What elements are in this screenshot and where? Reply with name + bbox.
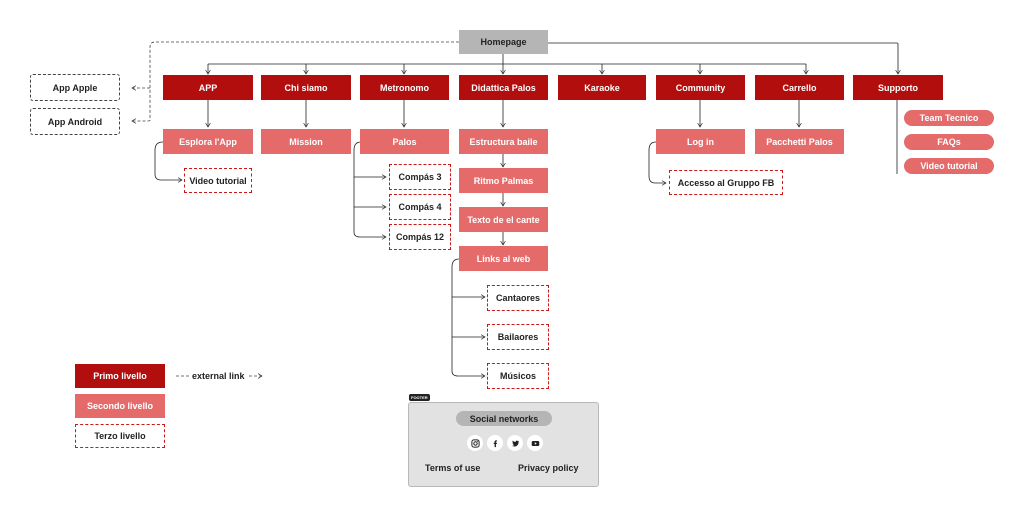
compas-3-node[interactable]: Compás 3 <box>389 164 451 190</box>
menu-didattica-palos[interactable]: Didattica Palos <box>459 75 548 100</box>
footer-tag: FOOTER <box>409 394 430 401</box>
app-apple-node[interactable]: App Apple <box>30 74 120 101</box>
social-networks-label: Social networks <box>456 411 552 426</box>
legend-external-link: external link <box>192 371 245 381</box>
menu-carrello[interactable]: Carrello <box>755 75 844 100</box>
twitter-icon[interactable] <box>507 435 523 451</box>
faqs-node[interactable]: FAQs <box>904 134 994 150</box>
accesso-gruppo-fb-node[interactable]: Accesso al Gruppo FB <box>669 170 783 195</box>
homepage-node[interactable]: Homepage <box>459 30 548 54</box>
menu-karaoke[interactable]: Karaoke <box>558 75 646 100</box>
compas-12-node[interactable]: Compás 12 <box>389 224 451 250</box>
facebook-icon[interactable] <box>487 435 503 451</box>
menu-supporto[interactable]: Supporto <box>853 75 943 100</box>
menu-metronomo[interactable]: Metronomo <box>360 75 449 100</box>
legend-secondo-livello: Secondo livello <box>75 394 165 418</box>
youtube-icon[interactable] <box>527 435 543 451</box>
menu-chi-siamo[interactable]: Chi siamo <box>261 75 351 100</box>
terms-of-use-link[interactable]: Terms of use <box>425 463 481 473</box>
instagram-icon[interactable] <box>467 435 483 451</box>
bailaores-node[interactable]: Bailaores <box>487 324 549 350</box>
legend-primo-livello: Primo livello <box>75 364 165 388</box>
pacchetti-palos-node[interactable]: Pacchetti Palos <box>755 129 844 154</box>
links-web-node[interactable]: Links al web <box>459 246 548 271</box>
compas-4-node[interactable]: Compás 4 <box>389 194 451 220</box>
menu-app[interactable]: APP <box>163 75 253 100</box>
ritmo-palmas-node[interactable]: Ritmo Palmas <box>459 168 548 193</box>
texto-cante-node[interactable]: Texto de el cante <box>459 207 548 232</box>
app-android-node[interactable]: App Android <box>30 108 120 135</box>
login-node[interactable]: Log in <box>656 129 745 154</box>
mission-node[interactable]: Mission <box>261 129 351 154</box>
menu-community[interactable]: Community <box>656 75 745 100</box>
cantaores-node[interactable]: Cantaores <box>487 285 549 311</box>
estructura-baile-node[interactable]: Estructura baile <box>459 129 548 154</box>
supporto-video-tutorial-node[interactable]: Video tutorial <box>904 158 994 174</box>
esplora-app-node[interactable]: Esplora l'App <box>163 129 253 154</box>
privacy-policy-link[interactable]: Privacy policy <box>518 463 579 473</box>
musicos-node[interactable]: Músicos <box>487 363 549 389</box>
palos-node[interactable]: Palos <box>360 129 449 154</box>
team-tecnico-node[interactable]: Team Tecnico <box>904 110 994 126</box>
legend-terzo-livello: Terzo livello <box>75 424 165 448</box>
video-tutorial-node[interactable]: Video tutorial <box>184 168 252 193</box>
